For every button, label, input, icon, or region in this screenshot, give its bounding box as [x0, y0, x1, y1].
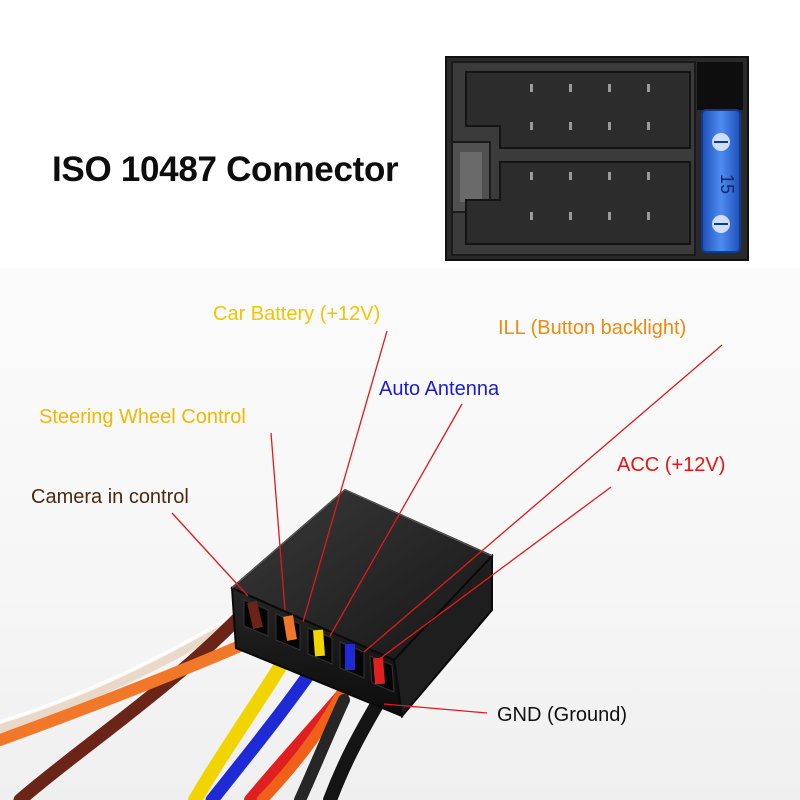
leader-battery: [302, 330, 388, 623]
label-camera-in-control: Camera in control: [31, 486, 189, 508]
leader-gnd: [383, 703, 488, 714]
label-ill-backlight: ILL (Button backlight): [498, 317, 687, 339]
leader-swc: [270, 432, 286, 611]
iso-connector-face: 15: [445, 56, 749, 261]
label-acc: ACC (+12V): [617, 454, 726, 476]
label-auto-antenna: Auto Antenna: [379, 378, 500, 400]
fuse-marking: 15: [717, 174, 737, 194]
label-steering-wheel-control: Steering Wheel Control: [39, 406, 246, 428]
diagram-title: ISO 10487 Connector: [52, 150, 399, 189]
label-gnd: GND (Ground): [497, 704, 628, 726]
connector-housing: [230, 488, 494, 719]
fuse: [701, 109, 741, 253]
leader-lines: [171, 330, 723, 714]
label-car-battery: Car Battery (+12V): [213, 303, 381, 325]
leader-acc: [377, 486, 612, 661]
leader-camera: [171, 512, 249, 597]
